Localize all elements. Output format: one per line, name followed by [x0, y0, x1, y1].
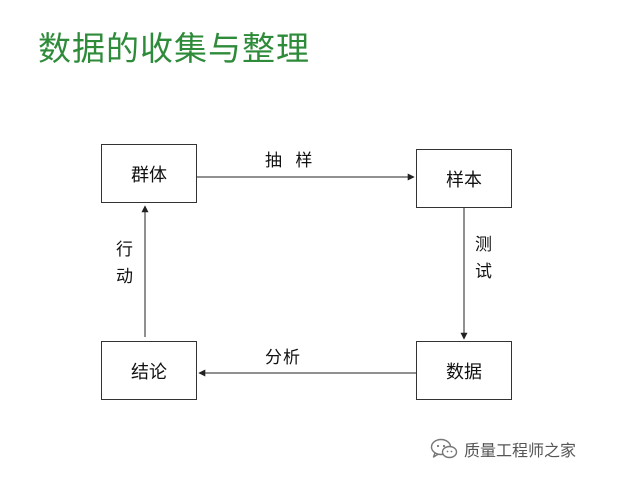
edge-label-testing: 测试: [471, 235, 491, 289]
node-data: 数据: [416, 341, 512, 400]
node-data-label: 数据: [446, 361, 482, 383]
edge-label-action: 行动: [112, 240, 132, 294]
node-conclusion: 结论: [101, 341, 197, 400]
node-population: 群体: [101, 144, 197, 203]
watermark: 质量工程师之家: [430, 437, 576, 461]
node-sample-label: 样本: [446, 169, 482, 191]
edge-label-analysis: 分析: [265, 348, 301, 368]
node-sample: 样本: [416, 149, 512, 208]
wechat-icon: [430, 438, 458, 459]
node-conclusion-label: 结论: [131, 361, 167, 383]
node-population-label: 群体: [131, 164, 167, 186]
watermark-text: 质量工程师之家: [464, 441, 577, 460]
slide-title: 数据的收集与整理: [38, 29, 310, 68]
edge-label-sampling: 抽 样: [265, 151, 317, 171]
